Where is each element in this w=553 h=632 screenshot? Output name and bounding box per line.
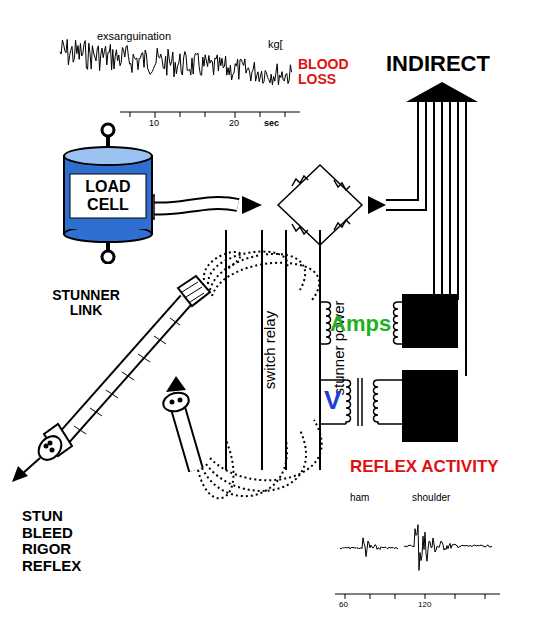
plug bbox=[161, 390, 196, 470]
instrument-box bbox=[402, 370, 458, 442]
load-cell: LOAD CELL bbox=[60, 120, 156, 264]
axis-tick-label: 10 bbox=[149, 119, 159, 129]
arrow-head bbox=[406, 82, 478, 102]
relay-band: switch relay bbox=[228, 250, 310, 450]
axis-tick-label: 60 bbox=[339, 601, 348, 610]
trace-label: ham bbox=[350, 492, 369, 503]
arrow-head bbox=[368, 196, 386, 214]
function-list: STUN BLEED RIGOR REFLEX bbox=[22, 508, 94, 574]
heading-label: INDIRECT bbox=[386, 52, 490, 76]
chart-caption: REFLEX ACTIVITY bbox=[350, 458, 499, 477]
node-label: switch relay bbox=[261, 311, 278, 389]
meter-label: V bbox=[324, 386, 341, 415]
arrow-head bbox=[12, 466, 28, 482]
signal-trace bbox=[340, 538, 398, 557]
cable bbox=[148, 195, 238, 219]
stunner-cable bbox=[62, 300, 186, 440]
chart-title: exsanguination bbox=[97, 30, 171, 42]
pin bbox=[22, 458, 40, 474]
axis-tick-label: 120 bbox=[418, 601, 431, 610]
arrow-head bbox=[166, 376, 186, 392]
chart-axis bbox=[120, 112, 300, 118]
power-band: stunner power bbox=[288, 235, 387, 460]
arrow-head bbox=[242, 196, 262, 214]
trace-label: shoulder bbox=[412, 492, 450, 503]
axis-tick-label: 20 bbox=[229, 119, 239, 129]
instrument-box bbox=[402, 294, 458, 348]
axis-unit: sec bbox=[264, 119, 279, 129]
signal-trace bbox=[404, 525, 492, 571]
chart-axis bbox=[335, 594, 500, 599]
signal-trace bbox=[60, 39, 292, 84]
meter-label: Amps bbox=[330, 312, 391, 336]
trace-group bbox=[60, 39, 492, 570]
wire bbox=[386, 100, 466, 376]
dotted-wire bbox=[198, 252, 322, 499]
part-name: STUNNER LINK bbox=[40, 288, 132, 319]
node-label: LOAD CELL bbox=[73, 178, 143, 213]
unit-label: kg[ bbox=[268, 38, 283, 50]
chart-caption: BLOOD LOSS bbox=[298, 57, 360, 88]
